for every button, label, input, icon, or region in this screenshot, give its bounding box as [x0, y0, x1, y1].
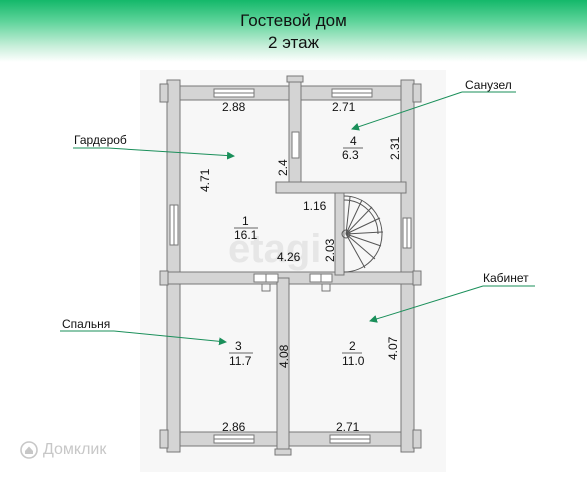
- door-sanuzel: [291, 131, 300, 159]
- domclick-house-icon: [20, 441, 38, 459]
- dim-sanuzel-partition: 2.4: [276, 159, 290, 176]
- log-end: [159, 429, 169, 449]
- page-title: Гостевой дом: [240, 11, 347, 30]
- dim-stair-depth: 2.03: [323, 238, 337, 262]
- callout-label-spalnya: Спальня: [62, 317, 111, 331]
- room-1-area: 16.1: [234, 228, 258, 242]
- dim-cabinet-height: 4.07: [386, 336, 400, 360]
- callout-arrow-spalnya: [113, 330, 227, 346]
- wall-sanuzel-bottom: [275, 181, 407, 194]
- room-4-area: 6.3: [342, 148, 359, 162]
- dim-bedroom-height: 4.08: [277, 344, 291, 368]
- etagi-watermark: etagi: [228, 227, 321, 271]
- log-end: [286, 75, 304, 83]
- dim-bottom-right: 2.71: [336, 420, 360, 434]
- domclick-watermark: Домклик: [20, 441, 106, 459]
- wall-bottom: [163, 431, 417, 447]
- domclick-label: Домклик: [43, 441, 107, 458]
- callout-arrow-kabinet: [369, 285, 484, 323]
- callout-arrow-sanuzel: [351, 91, 463, 131]
- log-end: [412, 83, 422, 103]
- wall-middle: [163, 271, 417, 285]
- log-end: [159, 83, 169, 103]
- spiral-staircase: [341, 195, 384, 273]
- log-end: [159, 270, 169, 286]
- log-end: [274, 448, 292, 456]
- room-2-area: 11.0: [342, 354, 365, 368]
- dim-top-right: 2.71: [332, 100, 356, 114]
- header-banner: Гостевой дом 2 этаж: [0, 0, 587, 62]
- room-4-number: 4: [350, 134, 357, 148]
- room-3-area: 11.7: [229, 354, 252, 368]
- dim-corridor: 4.26: [277, 250, 301, 264]
- room-2-number: 2: [349, 339, 356, 353]
- log-end: [412, 270, 422, 286]
- callout-label-sanuzel: Санузел: [465, 78, 512, 92]
- dim-bottom-left: 2.86: [222, 420, 246, 434]
- dim-sanuzel-height: 2.31: [388, 136, 402, 160]
- room-3-number: 3: [235, 339, 242, 353]
- callout-label-kabinet: Кабинет: [483, 271, 529, 285]
- dim-stair-width: 1.16: [303, 199, 327, 213]
- dim-garderob-height: 4.71: [198, 168, 212, 192]
- page-subtitle: 2 этаж: [268, 33, 319, 52]
- wall-right: [400, 79, 415, 453]
- wall-stair: [334, 192, 345, 276]
- dim-top-left: 2.88: [222, 100, 246, 114]
- callout-label-garderob: Гардероб: [74, 133, 127, 147]
- room-1-number: 1: [242, 214, 249, 228]
- log-end: [412, 429, 422, 449]
- callout-arrow-garderob: [107, 147, 235, 160]
- wall-left: [166, 79, 181, 453]
